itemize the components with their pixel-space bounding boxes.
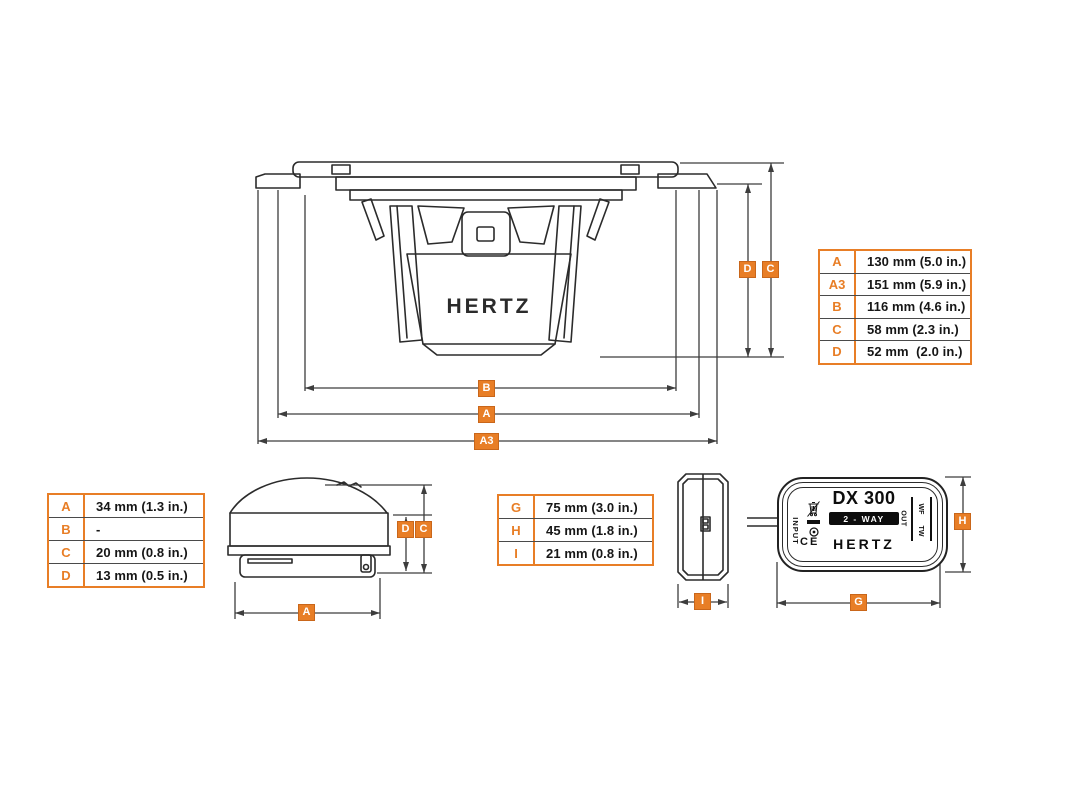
- dim-label-tweeter-c: C: [415, 521, 432, 538]
- dim-letter-cell: A: [49, 495, 85, 517]
- dim-label-h: H: [954, 513, 971, 530]
- dim-label-tweeter-d: D: [397, 521, 414, 538]
- tweeter-dimensions-table: A 34 mm (1.3 in.) B - C 20 mm (0.8 in.) …: [47, 493, 205, 588]
- woofer-dimensions-table: A 130 mm (5.0 in.) A3 151 mm (5.9 in.) B…: [818, 249, 972, 365]
- dim-value-cell: 130 mm (5.0 in.): [867, 254, 967, 270]
- table-row: G 75 mm (3.0 in.): [499, 496, 652, 519]
- crossover-side-view-drawing: [677, 473, 778, 608]
- input-label: INPUT: [791, 517, 801, 545]
- dim-value-cell: 58 mm (2.3 in.): [867, 321, 959, 337]
- dim-value-cell: 34 mm (1.3 in.): [96, 498, 188, 514]
- round-cert-icon: [809, 527, 819, 537]
- dim-value-cell: 151 mm (5.9 in.): [867, 276, 967, 292]
- dim-letter-cell: D: [49, 564, 85, 586]
- dim-value-cell: 13 mm (0.5 in.): [96, 567, 188, 583]
- table-row: A3 151 mm (5.9 in.): [820, 273, 970, 296]
- crossover-way-badge: 2 - WAY: [829, 512, 899, 525]
- out-divider-line-2: [930, 497, 932, 541]
- dim-label-c: C: [762, 261, 779, 278]
- dim-label-i: I: [694, 593, 711, 610]
- out-divider-line: [911, 497, 913, 541]
- dim-letter-cell: H: [499, 519, 535, 541]
- table-row: B 116 mm (4.6 in.): [820, 296, 970, 319]
- dim-letter-cell: B: [820, 296, 856, 318]
- table-row: C 58 mm (2.3 in.): [820, 318, 970, 341]
- table-row: D 13 mm (0.5 in.): [49, 564, 203, 586]
- woofer-brand-logo: HERTZ: [447, 295, 532, 318]
- table-row: A 34 mm (1.3 in.): [49, 495, 203, 518]
- dim-value-cell: 52 mm (2.0 in.): [867, 344, 963, 360]
- crossover-dimensions-table: G 75 mm (3.0 in.) H 45 mm (1.8 in.) I 21…: [497, 494, 654, 566]
- wf-label: WF: [917, 503, 925, 515]
- dim-letter-cell: A: [820, 251, 856, 273]
- dim-value-cell: 45 mm (1.8 in.): [546, 522, 638, 538]
- dim-letter-cell: G: [499, 496, 535, 518]
- dim-letter-cell: I: [499, 542, 535, 564]
- dim-letter-cell: D: [820, 341, 856, 363]
- table-row: H 45 mm (1.8 in.): [499, 519, 652, 542]
- dim-label-a3: A3: [474, 433, 499, 450]
- dim-label-tweeter-a: A: [298, 604, 315, 621]
- dim-label-g: G: [850, 594, 867, 611]
- out-label: OUT: [899, 510, 907, 527]
- table-row: A 130 mm (5.0 in.): [820, 251, 970, 274]
- dim-letter-cell: B: [49, 518, 85, 540]
- dim-letter-cell: C: [820, 318, 856, 340]
- crossover-front-view-drawing: DX 300 2 - WAY HERTZ INPUT CE O: [777, 477, 948, 572]
- tw-label: TW: [917, 525, 925, 537]
- tweeter-side-view-drawing: [227, 477, 432, 619]
- table-row: D 52 mm (2.0 in.): [820, 341, 970, 363]
- dim-letter-cell: A3: [820, 273, 856, 295]
- table-row: B -: [49, 518, 203, 541]
- dim-label-a: A: [478, 406, 495, 423]
- weee-bar-icon: [807, 520, 820, 524]
- woofer-side-view-drawing: HERTZ: [255, 161, 784, 444]
- dim-value-cell: -: [96, 521, 101, 537]
- crossover-brand-logo: HERTZ: [833, 536, 895, 552]
- dim-label-b: B: [478, 380, 495, 397]
- dim-value-cell: 20 mm (0.8 in.): [96, 544, 188, 560]
- dim-value-cell: 116 mm (4.6 in.): [867, 299, 966, 315]
- dim-value-cell: 21 mm (0.8 in.): [546, 545, 638, 561]
- dim-value-cell: 75 mm (3.0 in.): [546, 499, 638, 515]
- table-row: I 21 mm (0.8 in.): [499, 542, 652, 564]
- weee-bin-icon: [807, 501, 820, 517]
- ce-mark: CE: [800, 536, 820, 548]
- table-row: C 20 mm (0.8 in.): [49, 541, 203, 564]
- dim-label-d: D: [739, 261, 756, 278]
- crossover-model-label: DX 300: [832, 488, 896, 508]
- dim-letter-cell: C: [49, 541, 85, 563]
